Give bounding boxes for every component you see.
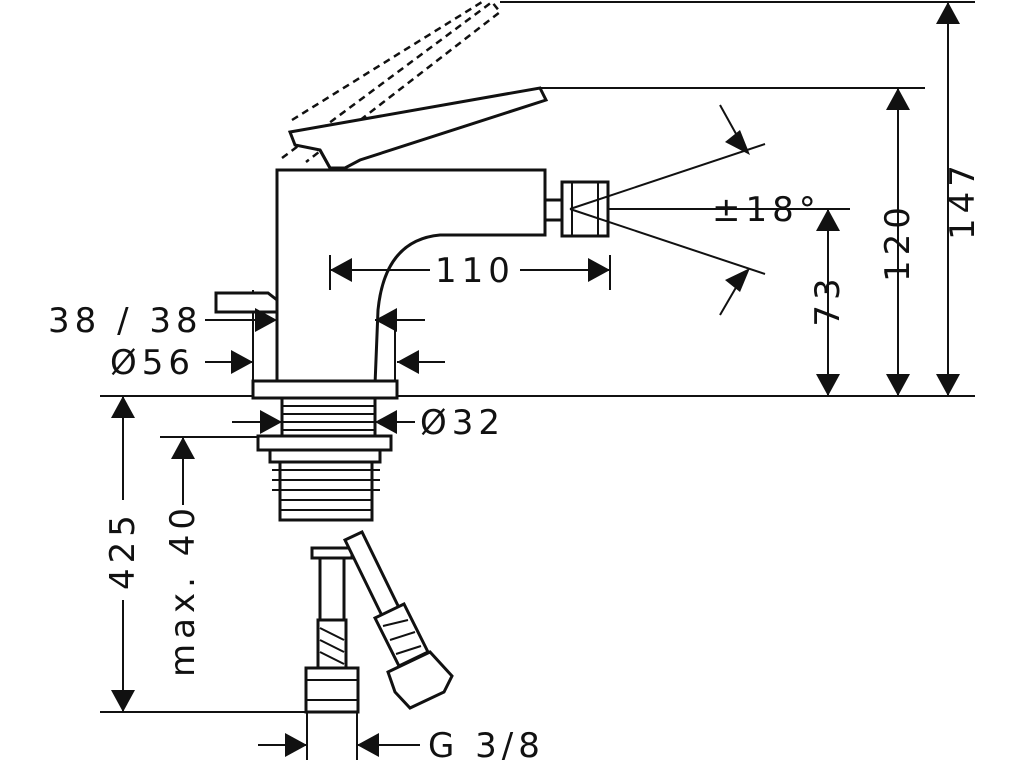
dim-425-arrow-top — [111, 396, 135, 418]
faucet-body — [214, 0, 610, 400]
dim-label-swivel-angle: ±18° — [712, 190, 821, 230]
angle-arrow-bottom — [725, 268, 750, 292]
dim-label-spout-height: 120 — [878, 202, 918, 282]
dim-32-arrow-right — [375, 410, 397, 434]
dim-147-arrow-top — [936, 2, 960, 24]
dim-label-hose-length: 425 — [103, 510, 143, 590]
extension-lines — [100, 1, 975, 760]
dim-38-arrow-left — [255, 308, 277, 332]
dim-label-base-diameter: Ø56 — [110, 343, 195, 383]
angle-arrow-top — [725, 130, 750, 155]
dim-38-arrow-right — [375, 308, 397, 332]
dim-label-spout-reach: 110 — [435, 251, 515, 291]
dim-label-waste-diameter: 38 / 38 — [48, 301, 203, 341]
dim-label-total-height: 147 — [943, 160, 983, 240]
dim-73-arrow-bottom — [816, 374, 840, 396]
dim-label-shank-diameter: Ø32 — [420, 403, 505, 443]
dim-label-outlet-height: 73 — [808, 273, 848, 326]
dimension-labels: 147 120 73 ±18° 110 38 / 38 Ø56 Ø32 425 … — [48, 160, 983, 766]
dim-110-arrow-right — [588, 258, 610, 282]
dim-label-connection-thread: G 3/8 — [428, 726, 545, 766]
dim-label-max-deck-thickness: max. 40 — [163, 503, 203, 677]
dim-73-arrow-top — [816, 209, 840, 231]
dim-120-arrow-bottom — [886, 374, 910, 396]
dim-g38-arrow-right — [357, 733, 379, 757]
dim-120-arrow-top — [886, 88, 910, 110]
dim-g38-arrow-left — [285, 733, 307, 757]
dim-110-arrow-left — [330, 258, 352, 282]
supply-hoses — [304, 530, 454, 714]
dim-147-arrow-bottom — [936, 374, 960, 396]
dim-56-arrow-right — [397, 350, 419, 374]
dim-40-arrow-top — [171, 437, 195, 459]
dim-425-arrow-bottom — [111, 690, 135, 712]
dimension-lines — [111, 2, 960, 757]
dim-32-arrow-left — [260, 410, 282, 434]
dim-56-arrow-left — [231, 350, 253, 374]
threaded-shank — [256, 396, 393, 522]
